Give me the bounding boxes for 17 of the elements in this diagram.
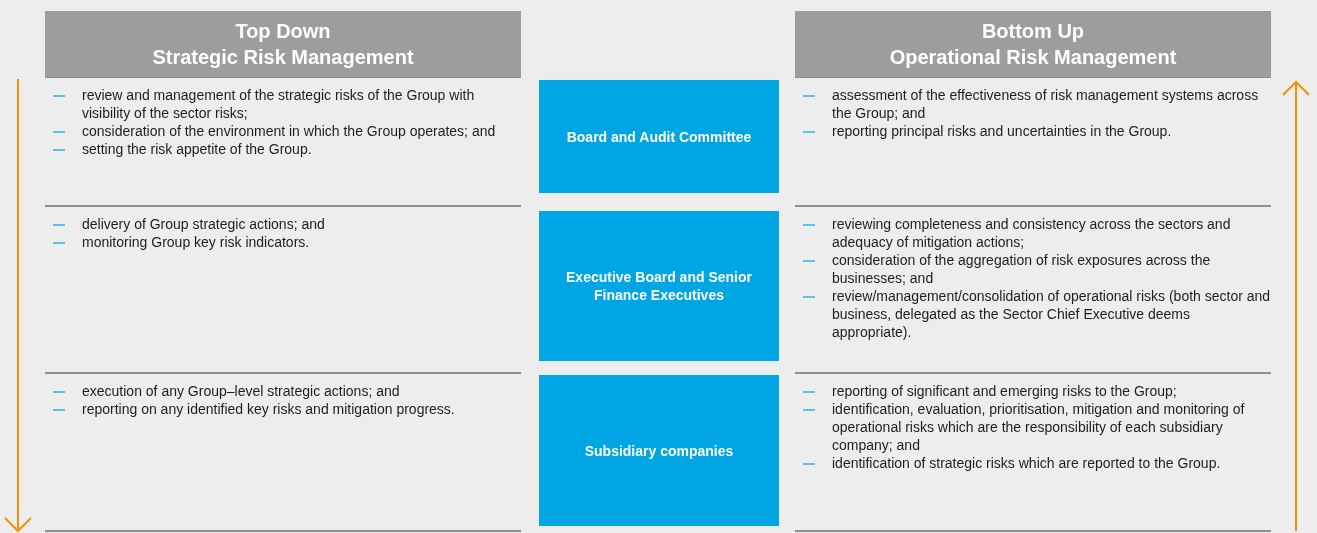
tier-box: Executive Board and Senior Finance Executives	[539, 211, 779, 361]
bullet-text: reporting principal risks and uncertainties in the Group.	[832, 122, 1172, 140]
bullet-text: setting the risk appetite of the Group.	[82, 140, 312, 158]
bullet-text: reporting of significant and emerging risks to the Group;	[832, 382, 1177, 400]
bullet-text: delivery of Group strategic actions; and	[82, 215, 325, 233]
column-header: Top Down Strategic Risk Management	[45, 11, 521, 77]
bullet-text: reporting on any identified key risks and mitigation progress.	[82, 400, 455, 418]
column-header: Bottom Up Operational Risk Management	[795, 11, 1271, 77]
bullet-text: identification of strategic risks which are reported to the Group.	[832, 454, 1221, 472]
tier-box: Subsidiary companies	[539, 375, 779, 526]
bullet-text: execution of any Group–level strategic actions; and	[82, 382, 400, 400]
bullet-text: review and management of the strategic risks of the Group with visibility of the sector risks;	[82, 86, 476, 122]
bullet-text: consideration of the environment in which the Group operates; and	[82, 122, 496, 140]
bullet-text: monitoring Group key risk indicators.	[82, 233, 310, 251]
bullet-text: reviewing completeness and consistency across the sectors and adequacy of mitigation actions;	[832, 215, 1232, 251]
bullet-text: review/management/consolidation of operational risks (both sector and business, delegated as the Sector Chief Executive deems appropriate).	[832, 287, 1271, 341]
tier-box: Board and Audit Committee	[539, 80, 779, 193]
